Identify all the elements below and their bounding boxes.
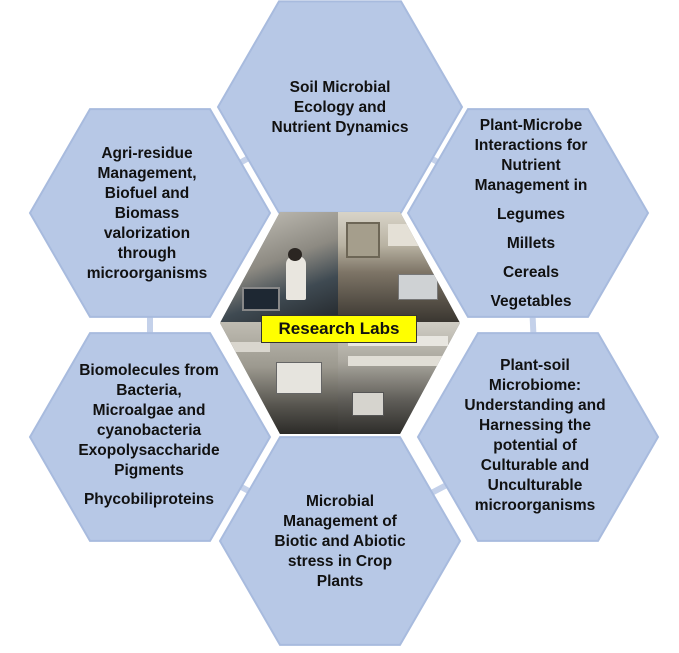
hexagon-label-line: Interactions for [474,137,588,154]
hexagon-label-line: cyanobacteria [96,421,202,439]
hexagon-label-line: Microbiome: [488,377,582,394]
research-labs-banner: Research Labs [261,315,417,343]
hexagon-bottom-left [28,332,272,542]
hexagon-label-line: Soil Microbial [289,78,391,96]
hexagon-label-line: Harnessing the [479,417,591,434]
hexagon-label-line: Agri-residue [101,145,193,162]
hexagon-label-line: Plant-Microbe [479,117,583,134]
hexagon-label-line: Bacteria, [116,381,182,399]
hexagon-label-line: Unculturable [487,477,583,494]
hexagon-label-line: Biomass [114,205,180,222]
hexagon-label-line: Management in [474,177,588,194]
hexagon-label-line: microorganisms [474,497,596,514]
hexagon-label-line: Culturable and [480,457,590,474]
hexagon-label-line: microorganisms [86,265,208,282]
hexagon-label-line: Management of [283,513,397,530]
hexagon-label-line: Plant-soil [500,357,570,374]
hexagon-label-line: Ecology and [293,98,387,116]
hexagon-list-item: Millets [506,235,556,252]
hexagon-top [216,0,464,214]
hexagon-label-line: Exopolysaccharide [78,441,220,459]
hexagon-label-line: Management, [97,165,197,182]
hexagon-label-line: Nutrient Dynamics [271,118,409,136]
hexagon-label-line: Microbial [305,493,375,510]
hexagon-label-line: through [117,245,177,262]
hexagon-label-line: stress in Crop [287,553,393,570]
hexagon-label-line: Microalgae and [92,401,206,419]
hexagon-list-item: Vegetables [490,293,572,310]
hexagon-label-line: valorization [103,225,191,242]
hexagon-label-line: Biofuel and [104,185,190,202]
hexagon-top-right [406,108,650,318]
hexagon-top-left [28,108,272,318]
hexagon-label-line: Nutrient [501,157,561,174]
hexagon-label-line: Plants [316,573,364,590]
hexagon-label-line: Biomolecules from [79,361,219,379]
hexagon-label-line: Understanding and [464,397,606,414]
hexagon-label-line: Biotic and Abiotic [274,533,406,550]
hexagon-bottom-right [416,332,660,542]
hexagon-list-item: Phycobiliproteins [83,490,215,508]
hexagon-label-line: potential of [493,437,577,454]
hexagon-list-item: Cereals [502,264,559,281]
hexagon-bottom [218,436,462,646]
hexagon-label-line: Pigments [114,461,184,479]
hexagon-list-item: Legumes [496,206,566,223]
